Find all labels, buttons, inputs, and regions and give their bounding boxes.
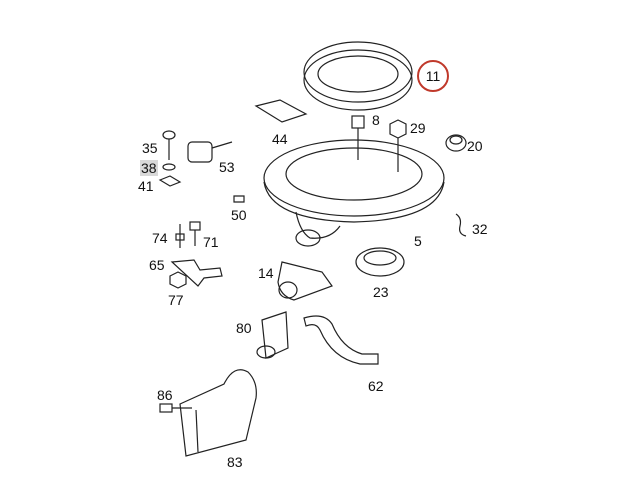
part-86-bolt[interactable] (159, 403, 192, 413)
part-label-53[interactable]: 53 (219, 159, 235, 175)
part-label-62[interactable]: 62 (368, 378, 384, 394)
part-label-8[interactable]: 8 (372, 112, 380, 128)
part-71-bolt[interactable] (189, 221, 201, 246)
part-35-screw[interactable] (162, 130, 176, 160)
part-44-label[interactable] (254, 99, 308, 123)
part-label-29[interactable]: 29 (410, 120, 426, 136)
part-label-23[interactable]: 23 (373, 284, 389, 300)
part-label-74[interactable]: 74 (152, 230, 168, 246)
part-74-stud[interactable] (175, 224, 185, 248)
part-14-intake-duct[interactable] (277, 261, 333, 301)
part-32-clip[interactable] (455, 213, 467, 237)
part-label-11-selected[interactable]: 11 (417, 60, 449, 92)
part-77-nut[interactable] (169, 271, 187, 289)
part-label-5[interactable]: 5 (414, 233, 422, 249)
part-65-bracket[interactable] (170, 259, 223, 287)
part-53-sensor[interactable] (187, 141, 233, 163)
part-label-83[interactable]: 83 (227, 454, 243, 470)
part-50-screw[interactable] (233, 195, 245, 203)
part-5-air-filter-housing[interactable] (263, 139, 445, 247)
part-62-pipe[interactable] (303, 315, 379, 365)
part-83-duct[interactable] (179, 369, 257, 457)
part-41-nut-clip[interactable] (158, 175, 182, 187)
part-label-80[interactable]: 80 (236, 320, 252, 336)
part-label-65[interactable]: 65 (149, 257, 165, 273)
part-label-71[interactable]: 71 (203, 234, 219, 250)
part-label-41[interactable]: 41 (138, 178, 154, 194)
part-8-nut[interactable] (351, 115, 365, 160)
part-80-hose[interactable] (256, 311, 289, 359)
part-20-grommet[interactable] (445, 134, 467, 152)
part-23-seal[interactable] (355, 247, 405, 277)
part-label-14[interactable]: 14 (258, 265, 274, 281)
part-label-35[interactable]: 35 (142, 140, 158, 156)
part-38-washer[interactable] (162, 163, 176, 171)
part-label-44[interactable]: 44 (272, 131, 288, 147)
part-label-50[interactable]: 50 (231, 207, 247, 223)
part-29-nut[interactable] (389, 119, 407, 172)
part-label-86[interactable]: 86 (157, 387, 173, 403)
part-11-filter-seal-ring[interactable] (303, 41, 413, 111)
part-label-77[interactable]: 77 (168, 292, 184, 308)
part-label-32[interactable]: 32 (472, 221, 488, 237)
part-label-20[interactable]: 20 (467, 138, 483, 154)
part-label-38[interactable]: 38 (140, 160, 158, 176)
